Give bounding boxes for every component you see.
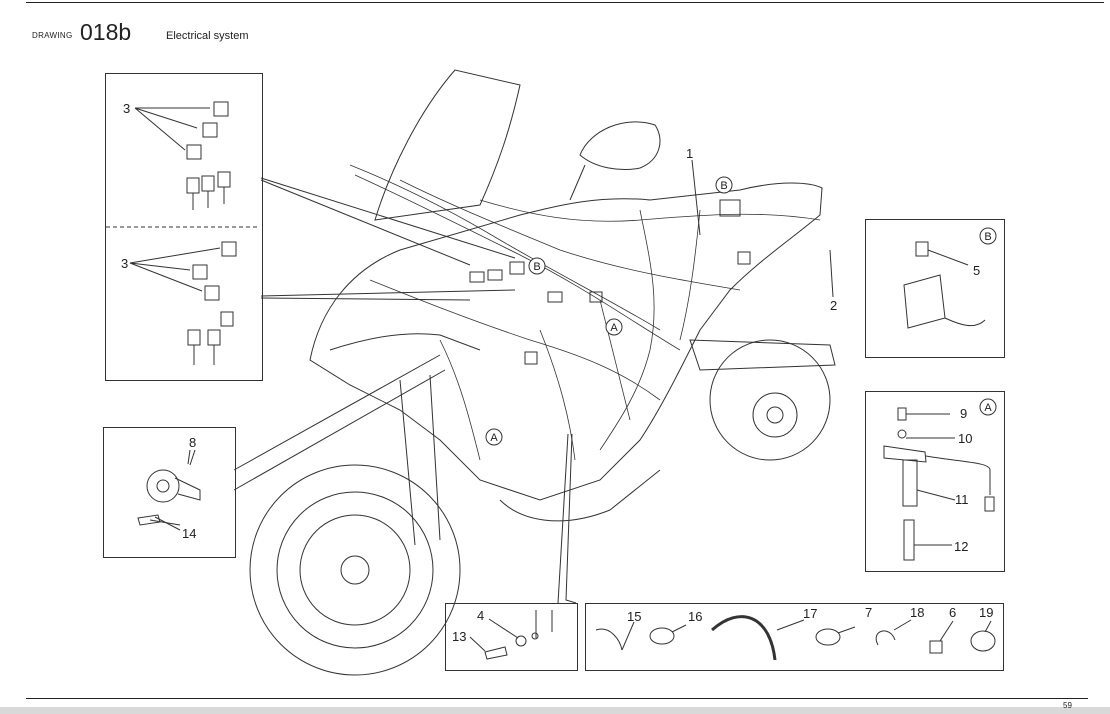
callout-4: 4 (477, 608, 484, 623)
callout-9: 9 (960, 406, 967, 421)
ground-hardware (469, 610, 553, 660)
callout-13: 13 (452, 629, 466, 644)
wiring-harness (349, 164, 821, 461)
drawing-title: Electrical system (166, 30, 249, 42)
footer-band (0, 707, 1110, 714)
callout-2: 2 (830, 298, 837, 313)
marker-a-main (605, 318, 623, 336)
clips (595, 615, 996, 661)
windscreen (374, 69, 521, 221)
bottom-rule (26, 698, 1088, 699)
marker-b-harness (528, 257, 546, 275)
page-number: 59 (1063, 701, 1072, 710)
callout-16: 16 (688, 609, 702, 624)
horn (137, 449, 201, 531)
callout-19: 19 (979, 605, 993, 620)
callout-14: 14 (182, 526, 196, 541)
marker-a-detail-label: A (984, 402, 992, 414)
detail-a-box (865, 391, 1005, 572)
front-wheel (249, 464, 461, 676)
marker-a-lower (485, 428, 503, 446)
marker-a-lower-label: A (490, 432, 498, 444)
marker-b-main (715, 176, 733, 194)
marker-a-detail (979, 398, 997, 416)
mirror (579, 121, 661, 170)
relays-upper (186, 101, 231, 210)
fuse-relay (903, 241, 986, 329)
relays-lower (187, 241, 237, 365)
callout-8: 8 (189, 435, 196, 450)
callout-15: 15 (627, 609, 641, 624)
callout-12: 12 (954, 539, 968, 554)
callout-11: 11 (955, 492, 969, 507)
drawing-label: DRAWING (32, 31, 73, 40)
ignition-coil (883, 407, 995, 561)
callout-3-upper: 3 (123, 101, 130, 116)
top-rule (26, 2, 1104, 3)
drawing-code: 018b (80, 19, 132, 45)
callout-10: 10 (958, 431, 972, 446)
callout-5: 5 (973, 263, 980, 278)
marker-b-detail-label: B (984, 231, 991, 243)
rear-wheel (709, 339, 831, 461)
marker-b-detail (979, 227, 997, 245)
callout-7: 7 (865, 605, 872, 620)
marker-b-harness-label: B (533, 261, 540, 273)
horn-detail-box (103, 427, 236, 558)
detail-b-box (865, 219, 1005, 358)
callout-17: 17 (803, 606, 817, 621)
clips-detail-box (585, 603, 1004, 671)
marker-a-main-label: A (610, 322, 618, 334)
marker-b-main-label: B (720, 180, 727, 192)
callout-6: 6 (949, 605, 956, 620)
callout-1: 1 (686, 146, 693, 161)
callout-18: 18 (910, 605, 924, 620)
ground-detail-box (445, 603, 578, 671)
callout-3-lower: 3 (121, 256, 128, 271)
